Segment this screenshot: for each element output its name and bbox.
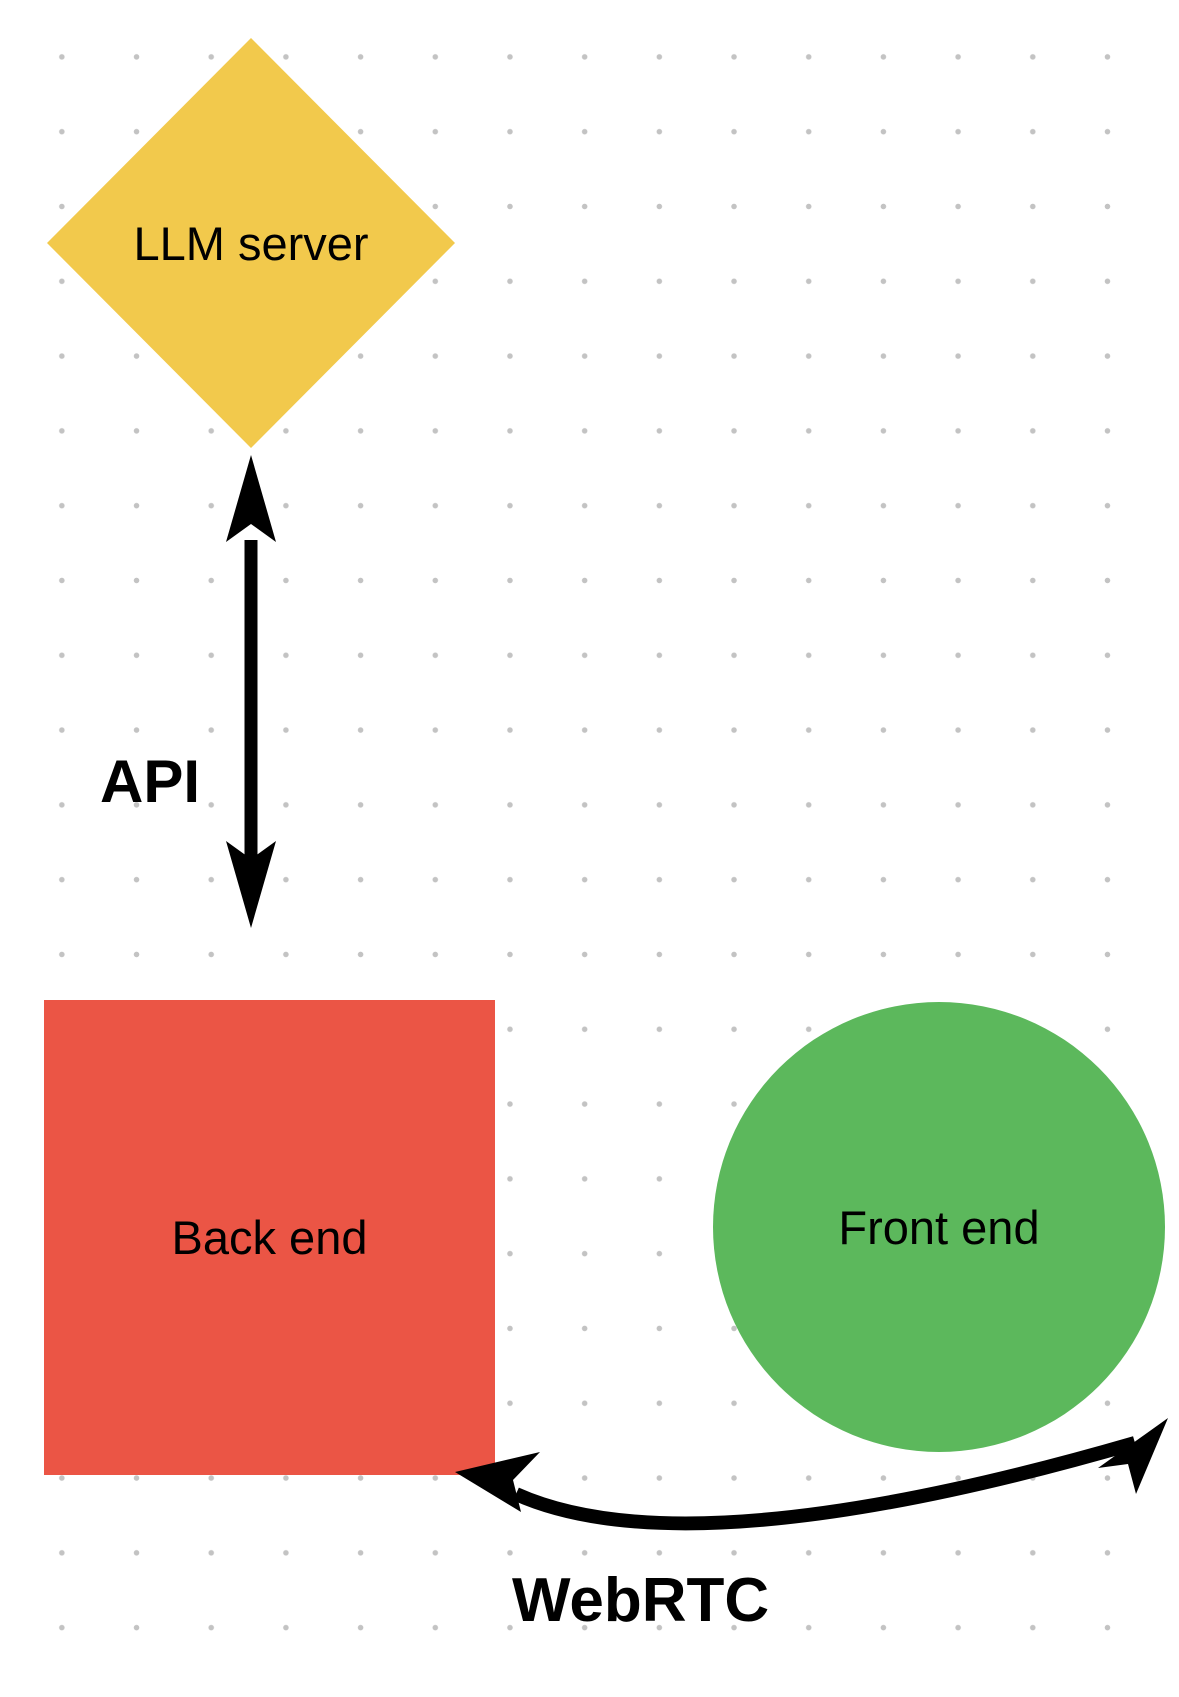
- api-arrowhead-up: [226, 455, 276, 542]
- node-llm-server-label: LLM server: [133, 216, 369, 270]
- node-front-end[interactable]: Front end: [713, 1002, 1165, 1452]
- webrtc-arrowhead-right: [1098, 1418, 1168, 1494]
- webrtc-arrowhead-left: [455, 1452, 540, 1512]
- api-arrowhead-down: [226, 841, 276, 928]
- webrtc-arrow-curve: [513, 1436, 1137, 1531]
- edge-webrtc-arrow[interactable]: [455, 1418, 1168, 1531]
- edge-api-arrow[interactable]: [226, 455, 276, 928]
- node-back-end-label: Back end: [171, 1211, 368, 1264]
- edge-api-label: API: [100, 748, 201, 815]
- node-llm-server[interactable]: LLM server: [47, 38, 455, 448]
- node-front-end-label: Front end: [838, 1200, 1040, 1254]
- node-back-end[interactable]: Back end: [44, 1000, 495, 1475]
- edge-webrtc-label: WebRTC: [512, 1566, 770, 1635]
